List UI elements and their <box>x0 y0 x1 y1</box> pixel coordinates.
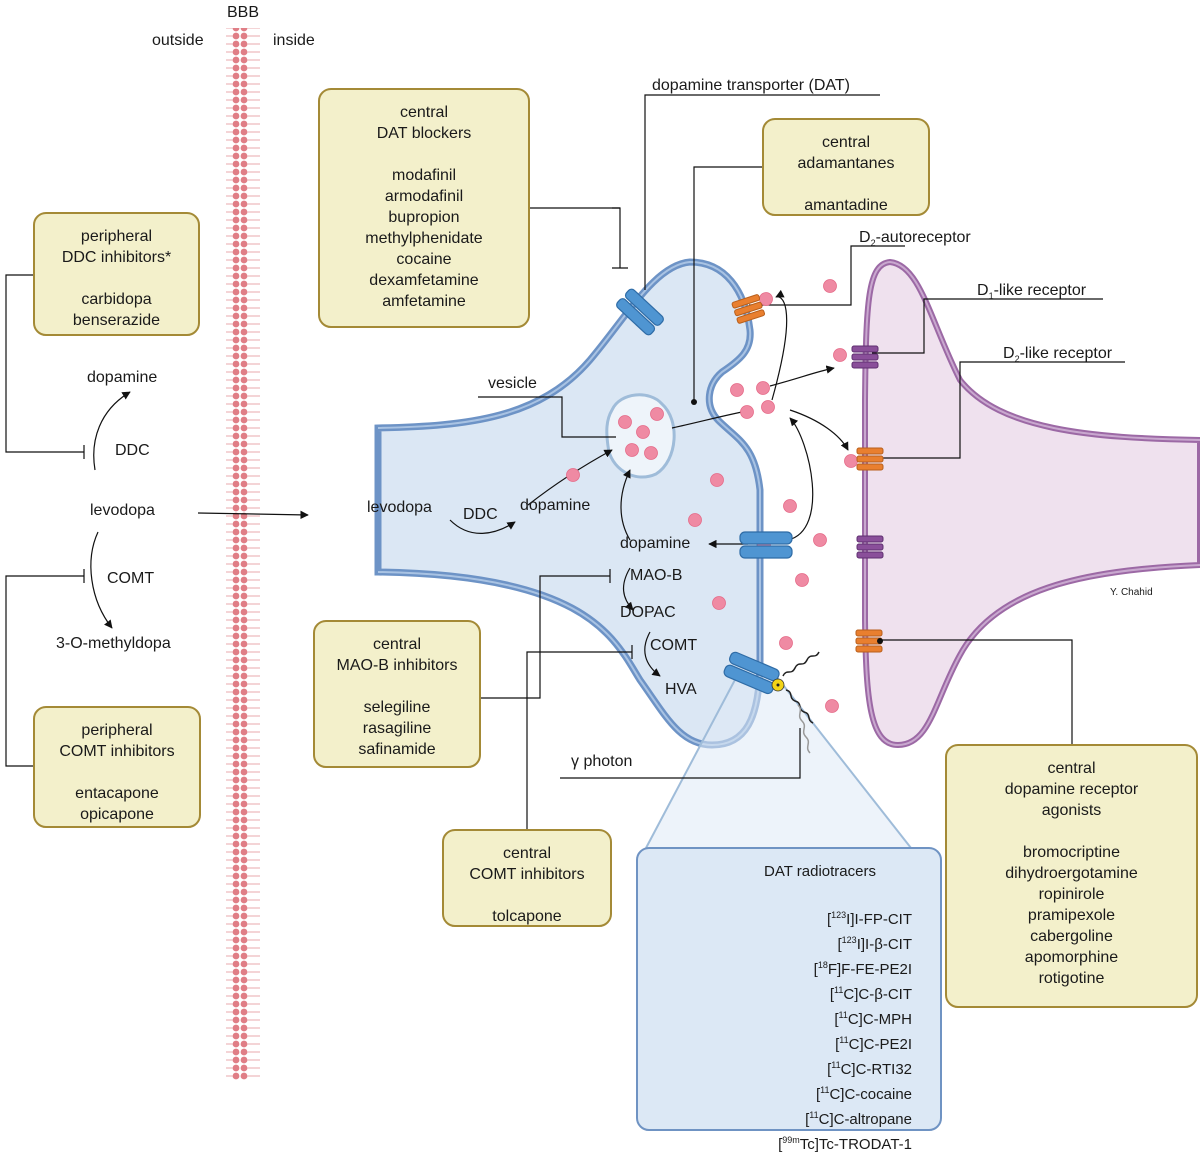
radiotracer-list: [123I]I-FP-CIT [123I]I-β-CIT [18F]F-FE-P… <box>720 905 912 1155</box>
ddc-inhib-leader <box>5 274 85 459</box>
d1-leader <box>872 298 1103 354</box>
bbb-membrane <box>226 28 260 1080</box>
tracer-item: [11C]C-MPH <box>834 1010 912 1028</box>
comt-central-leader <box>526 645 633 829</box>
zoom-cone <box>646 676 911 848</box>
maob-leader <box>480 569 611 699</box>
comt-periph-leader <box>5 569 85 767</box>
d1-receptors <box>851 345 884 559</box>
neuron-dopamine-a: dopamine <box>520 497 591 514</box>
pathway-dopamine: dopamine <box>87 369 158 386</box>
tracer-item: [11C]C-altropane <box>805 1110 912 1128</box>
radiotracers-title: DAT radiotracers <box>764 863 876 880</box>
tracer-item: [11C]C-β-CIT <box>829 985 912 1003</box>
pathway-levodopa: levodopa <box>90 502 155 519</box>
neuron-comt: COMT <box>650 637 698 654</box>
neuron-hva: HVA <box>665 681 697 698</box>
neuron-dopamine-b: dopamine <box>620 535 691 552</box>
d2-receptors <box>731 294 884 653</box>
d2-autoreceptor-label: D2-autoreceptor <box>859 229 971 249</box>
postsynaptic-neuron <box>862 258 1200 749</box>
dat-leader <box>644 94 880 290</box>
neuron-levodopa: levodopa <box>367 499 432 516</box>
tracer-item: [123I]I-β-CIT <box>837 935 913 953</box>
inside-label: inside <box>273 32 315 49</box>
pathway-3-o-methyldopa: 3-O-methyldopa <box>56 635 171 652</box>
gamma-photon-label: γ photon <box>571 753 633 770</box>
tracer-item: [99mTc]Tc-TRODAT-1 <box>778 1135 912 1153</box>
tracer-item: [123I]I-FP-CIT <box>826 910 912 928</box>
neuron-dopac: DOPAC <box>620 604 676 621</box>
tracer-item: [18F]F-FE-PE2I <box>813 960 912 978</box>
dat-label: dopamine transporter (DAT) <box>652 77 850 94</box>
pathway-comt: COMT <box>107 570 155 587</box>
agonist-leader <box>880 639 1073 744</box>
d2-receptor-label: D2-like receptor <box>1003 345 1113 365</box>
bbb-title: BBB <box>227 4 260 21</box>
adamantane-leader <box>693 166 762 402</box>
tracer-item: [11C]C-cocaine <box>815 1085 912 1103</box>
dopamine-molecules <box>566 279 858 713</box>
outside-label: outside <box>152 32 204 49</box>
dat-blocker-leader <box>612 207 628 269</box>
author-signature: Y. Chahid <box>1110 587 1153 598</box>
neuron-maob: MAO-B <box>630 567 683 584</box>
neuron-ddc: DDC <box>463 506 498 523</box>
vesicle-label: vesicle <box>488 375 537 392</box>
d2-leader <box>866 361 1125 459</box>
tracer-item: [11C]C-RTI32 <box>827 1060 912 1078</box>
tracer-item: [11C]C-PE2I <box>835 1035 912 1053</box>
d1-receptor-label: D1-like receptor <box>977 282 1087 302</box>
gamma-leader <box>560 728 801 779</box>
d2auto-leader <box>749 245 905 306</box>
vesicle-leader <box>478 396 616 438</box>
pathway-ddc: DDC <box>115 442 150 459</box>
dat-radiotracers-panel <box>636 847 942 1131</box>
